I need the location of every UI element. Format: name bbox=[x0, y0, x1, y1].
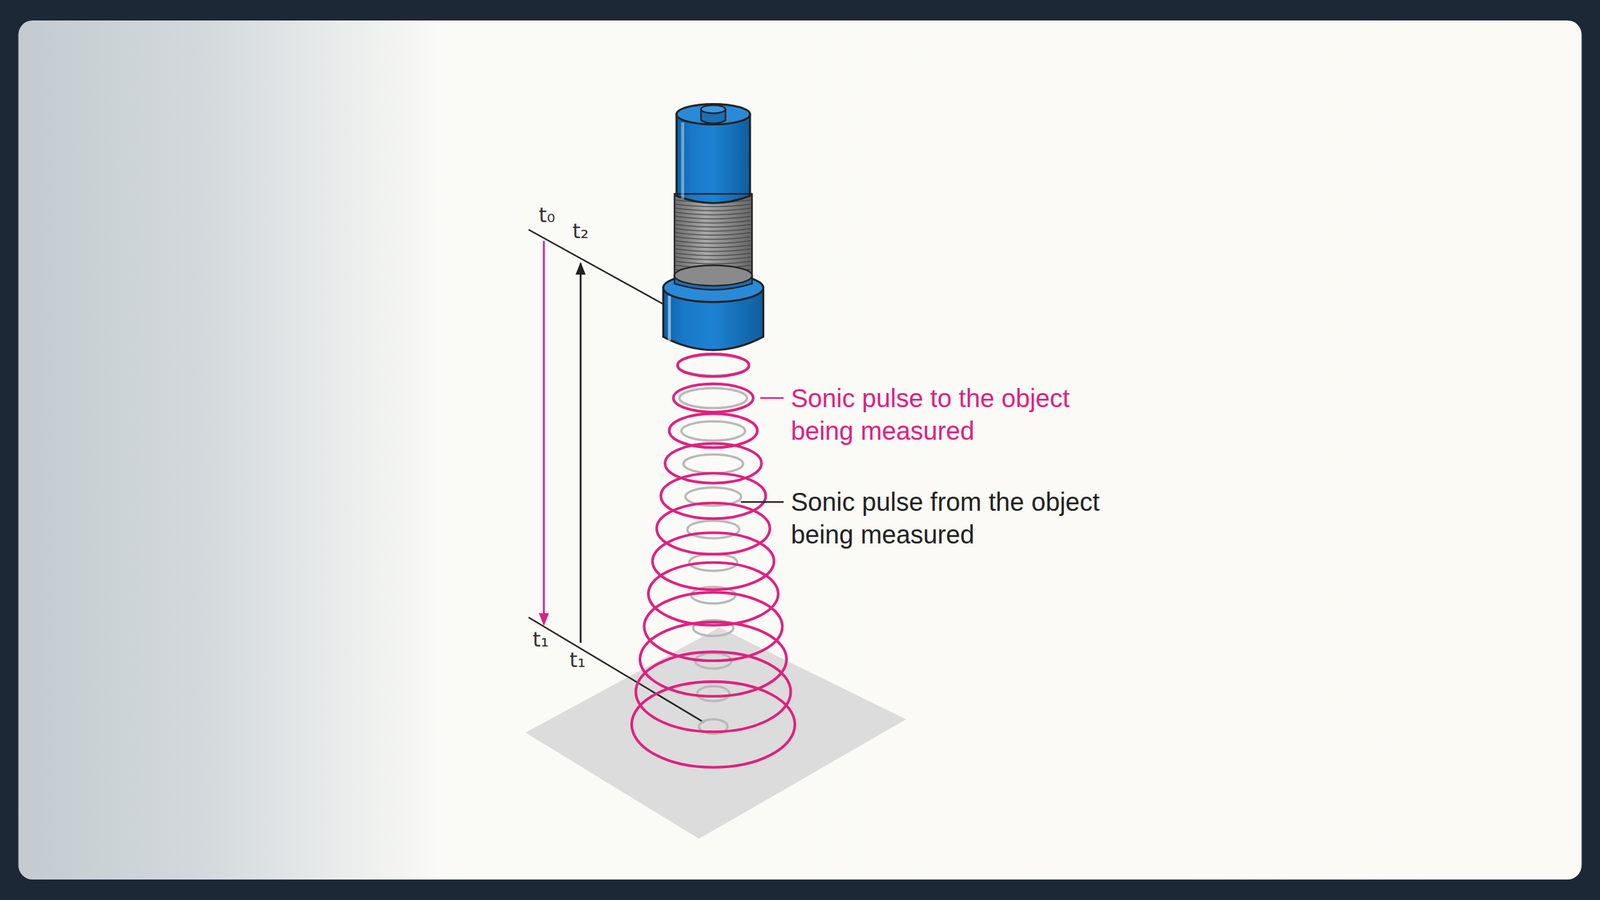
measured-surface bbox=[525, 627, 907, 839]
sonic-pulse-rings bbox=[631, 353, 795, 768]
time-label: t₁ bbox=[532, 628, 549, 651]
time-label: t₁ bbox=[569, 648, 586, 672]
return-time-arrow bbox=[579, 263, 582, 643]
sensor-body bbox=[663, 104, 763, 351]
leader-line bbox=[741, 501, 784, 503]
reference-line bbox=[528, 616, 704, 722]
time-label: t₂ bbox=[572, 220, 589, 243]
callout-text: Sonic pulse to the object being measured bbox=[791, 382, 1118, 448]
leader-line bbox=[760, 397, 784, 399]
outgoing-time-arrow bbox=[542, 240, 545, 624]
reference-line bbox=[528, 229, 664, 304]
callout-text: Sonic pulse from the object being measur… bbox=[791, 485, 1118, 552]
card-background bbox=[18, 20, 1583, 880]
time-label: t₀ bbox=[538, 204, 555, 227]
